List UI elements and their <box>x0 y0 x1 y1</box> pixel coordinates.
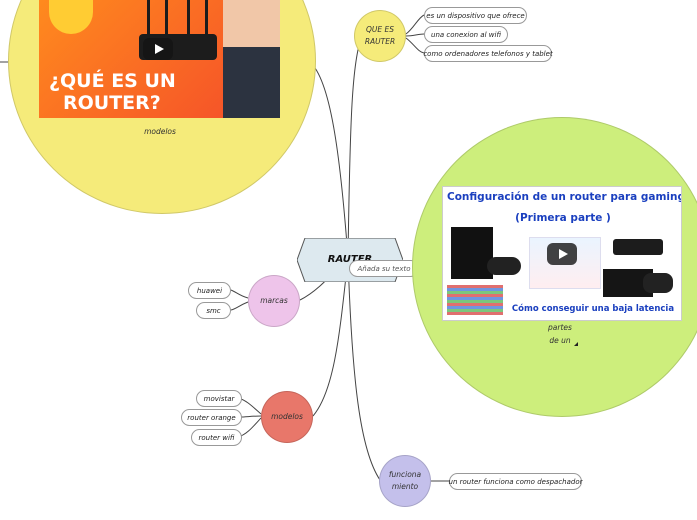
leaf-que-es-3[interactable]: como ordenadores telefonos y tablet <box>423 45 553 62</box>
console-ps4-icon <box>451 227 493 279</box>
gamepad-icon <box>487 257 521 275</box>
gaming-video-title-line2: (Primera parte ) <box>515 212 611 224</box>
topic-label-partes-line1: partes <box>548 323 572 332</box>
video-thumbnail-gaming[interactable]: Configuración de un router para gaming (… <box>442 186 682 321</box>
leaf-que-es-1[interactable]: es un dispositivo que ofrece <box>424 7 527 24</box>
topic-funcionamiento[interactable]: funciona miento <box>379 455 431 507</box>
antenna-icon <box>147 0 150 36</box>
gamepad-icon <box>643 273 673 293</box>
leaf-marcas-huawei[interactable]: huawei <box>188 282 231 299</box>
topic-label-func-line1: funciona <box>388 470 422 479</box>
leaf-modelos-movistar[interactable]: movistar <box>196 390 242 407</box>
antenna-icon <box>205 0 208 36</box>
connector-funcionamiento <box>347 257 381 481</box>
video-title-line1: ¿QUÉ ES UN <box>49 70 176 92</box>
connector-que-es-item1 <box>405 14 425 35</box>
video-title-line2: ROUTER? <box>63 92 161 114</box>
topic-marcas[interactable]: marcas <box>248 275 300 327</box>
connector-que-es-item2 <box>405 33 425 37</box>
leaf-modelos-router-wifi[interactable]: router wifi <box>191 429 242 446</box>
topic-label-modelos: modelos <box>271 412 303 421</box>
topic-que-es-router[interactable]: QUE ES RAUTER <box>354 10 406 62</box>
connector-marcas-item2 <box>230 301 249 311</box>
gaming-video-subtitle: Cómo conseguir una baja latencia <box>511 304 675 314</box>
topic-label-modelos-top: modelos <box>144 127 176 136</box>
stats-panel-figure <box>447 285 503 315</box>
topic-label-que-es-line2: RAUTER <box>364 37 396 46</box>
connector-top-left <box>309 61 349 259</box>
topic-label-partes-line2: de un <box>549 336 571 345</box>
central-topic-label: RAUTER <box>327 253 373 265</box>
add-text-placeholder[interactable]: Añada su texto <box>349 260 419 277</box>
connector-que-es-item3 <box>405 37 425 54</box>
topic-label-que-es-line1: QUE ES <box>365 25 394 34</box>
thinking-emoji-icon <box>49 0 93 34</box>
presenter-figure <box>223 0 280 118</box>
topic-modelos[interactable]: modelos <box>261 391 313 443</box>
connector-modelos <box>312 257 349 417</box>
topic-label-func-line2: miento <box>391 482 419 491</box>
play-button-icon[interactable] <box>547 243 577 265</box>
leaf-marcas-smc[interactable]: smc <box>196 302 231 319</box>
connector-marcas-item1 <box>230 289 249 299</box>
collapse-arrow-icon[interactable] <box>574 342 578 346</box>
gaming-video-title-line1: Configuración de un router para gaming <box>447 191 682 203</box>
topic-label-marcas: marcas <box>260 296 288 305</box>
antenna-icon <box>165 0 168 36</box>
router-icon <box>613 239 663 255</box>
leaf-que-es-2[interactable]: una conexion al wifi <box>424 26 508 43</box>
connector-que-es <box>347 35 363 259</box>
leaf-modelos-router-orange[interactable]: router orange <box>181 409 242 426</box>
leaf-funcionamiento-1[interactable]: un router funciona como despachador <box>449 473 583 490</box>
connector-modelos-item2 <box>239 415 262 418</box>
video-thumbnail-que-es-router[interactable]: ¿QUÉ ES UN ROUTER? <box>39 0 280 118</box>
antenna-icon <box>187 0 190 36</box>
play-button-icon[interactable] <box>143 38 173 60</box>
